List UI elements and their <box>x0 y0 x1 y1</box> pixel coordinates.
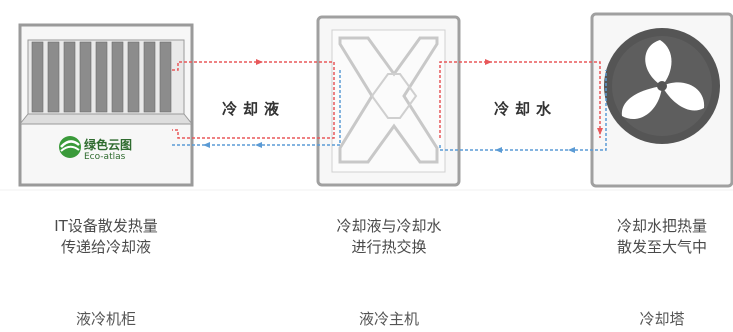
cooling-tower-name: 冷却塔 <box>639 310 685 328</box>
cabinet-description-line-1: IT设备散发热量 <box>54 217 158 235</box>
cabinet-description-line-2: 传递给冷却液 <box>60 238 151 256</box>
cabinet-description: IT设备散发热量 传递给冷却液 <box>20 216 192 258</box>
main-unit-description: 冷却液与冷却水 进行热交换 <box>303 216 475 258</box>
fan-icon <box>604 28 720 144</box>
leaf-swirl-icon <box>59 136 81 158</box>
flow-label-coolant: 冷却液 <box>222 100 286 118</box>
cooling-tower-description-line-2: 散发至大气中 <box>616 238 707 256</box>
flow-label-cooling-water: 冷却水 <box>494 100 558 118</box>
cabinet-name: 液冷机柜 <box>75 310 136 328</box>
logo-subtext: Eco-atlas <box>84 152 126 162</box>
cooling-tower <box>590 12 733 188</box>
main-unit-description-line-2: 进行热交换 <box>351 238 427 256</box>
coolant-loop <box>172 59 341 148</box>
cooling-water-loop <box>439 59 607 153</box>
main-unit-description-line-1: 冷却液与冷却水 <box>336 217 442 235</box>
logo-text: 绿色云图 <box>84 138 133 152</box>
main-unit-name: 液冷主机 <box>358 310 419 328</box>
liquid-cooling-cabinet <box>18 23 194 187</box>
cooling-tower-description-line-1: 冷却水把热量 <box>616 217 707 235</box>
liquid-cooling-main-unit <box>316 15 461 187</box>
cooling-tower-description: 冷却水把热量 散发至大气中 <box>576 216 733 258</box>
